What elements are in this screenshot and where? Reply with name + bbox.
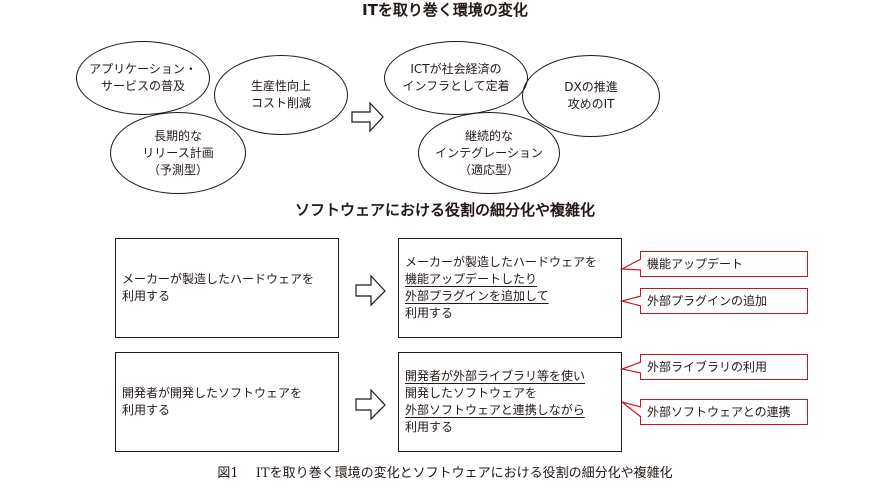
ellipse-productivity: 生産性向上 コスト削減 — [214, 55, 348, 135]
ellipse-line: コスト削減 — [250, 96, 311, 110]
ellipse-line: インフラとして定着 — [402, 79, 510, 93]
ellipse-line: インテグレーション — [435, 145, 543, 160]
callout-label: 外部ソフトウェアとの連携 — [647, 405, 791, 419]
row2-right-box: 開発者が外部ライブラリ等を使い 開発したソフトウェアを 外部ソフトウェアと連携し… — [398, 352, 622, 452]
ellipse-ict-infrastructure: ICTが社会経済の インフラとして定着 — [384, 41, 528, 115]
top-title: ITを取り巻く環境の変化 — [362, 1, 528, 19]
callout-feature-update: 機能アップデート — [640, 251, 808, 277]
callout-pointer — [621, 401, 642, 418]
arrow-right-icon — [355, 388, 386, 421]
callout-pointer — [619, 295, 642, 307]
ellipse-line: （予測型） — [147, 162, 208, 177]
ellipse-line: ICTが社会経済の — [410, 62, 502, 76]
second-title: ソフトウェアにおける役割の細分化や複雑化 — [294, 201, 596, 219]
box-line: 利用する — [122, 403, 171, 417]
ellipse-line: 継続的な — [464, 128, 513, 143]
box-line: 利用する — [122, 289, 171, 303]
callout-external-library: 外部ライブラリの利用 — [640, 354, 808, 380]
ellipse-continuous-integration: 継続的な インテグレーション （適応型） — [418, 112, 560, 194]
box-line: メーカーが製造したハードウェアを — [122, 272, 315, 286]
box-line: 開発者が開発したソフトウェアを — [122, 386, 303, 400]
callout-pointer — [619, 258, 642, 271]
callout-label: 機能アップデート — [647, 257, 744, 271]
callout-pointer — [619, 361, 642, 374]
callout-label: 外部プラグインの追加 — [647, 294, 768, 308]
box-line-underlined: 外部プラグインを追加して — [405, 289, 549, 303]
box-line: 利用する — [405, 420, 454, 434]
callout-software-integration: 外部ソフトウェアとの連携 — [640, 399, 808, 425]
arrow-right-icon — [355, 274, 386, 307]
ellipse-line: アプリケーション・ — [89, 62, 197, 76]
row1-left-box: メーカーが製造したハードウェアを 利用する — [115, 238, 339, 338]
box-line: 開発したソフトウェアを — [405, 386, 538, 400]
ellipse-line: 生産性向上 — [250, 79, 311, 93]
callout-label: 外部ライブラリの利用 — [647, 360, 768, 374]
box-line-underlined: 開発者が外部ライブラリ等を使い — [405, 369, 586, 383]
ellipse-line: 長期的な — [153, 128, 202, 143]
row2-left-box: 開発者が開発したソフトウェアを 利用する — [115, 352, 339, 452]
box-line-underlined: 機能アップデートしたり — [405, 272, 538, 286]
figure-caption: 図1 ITを取り巻く環境の変化とソフトウェアにおける役割の細分化や複雑化 — [217, 466, 673, 481]
box-line-underlined: 外部ソフトウェアと連携しながら — [405, 403, 585, 417]
arrow-right-icon — [351, 101, 384, 133]
ellipse-long-term-release: 長期的な リリース計画 （予測型） — [110, 112, 246, 194]
ellipse-line: （適応型） — [458, 162, 519, 177]
ellipse-dx: DXの推進 攻めのIT — [522, 55, 660, 137]
ellipse-app-services: アプリケーション・ サービスの普及 — [76, 41, 210, 115]
row1-right-box: メーカーが製造したハードウェアを 機能アップデートしたり 外部プラグインを追加し… — [398, 238, 622, 338]
ellipse-line: 攻めのIT — [567, 97, 615, 111]
ellipse-line: DXの推進 — [564, 80, 618, 94]
ellipse-line: サービスの普及 — [100, 79, 185, 93]
box-line: メーカーが製造したハードウェアを — [405, 255, 598, 269]
box-line: 利用する — [405, 306, 454, 320]
ellipse-line: リリース計画 — [142, 145, 214, 160]
